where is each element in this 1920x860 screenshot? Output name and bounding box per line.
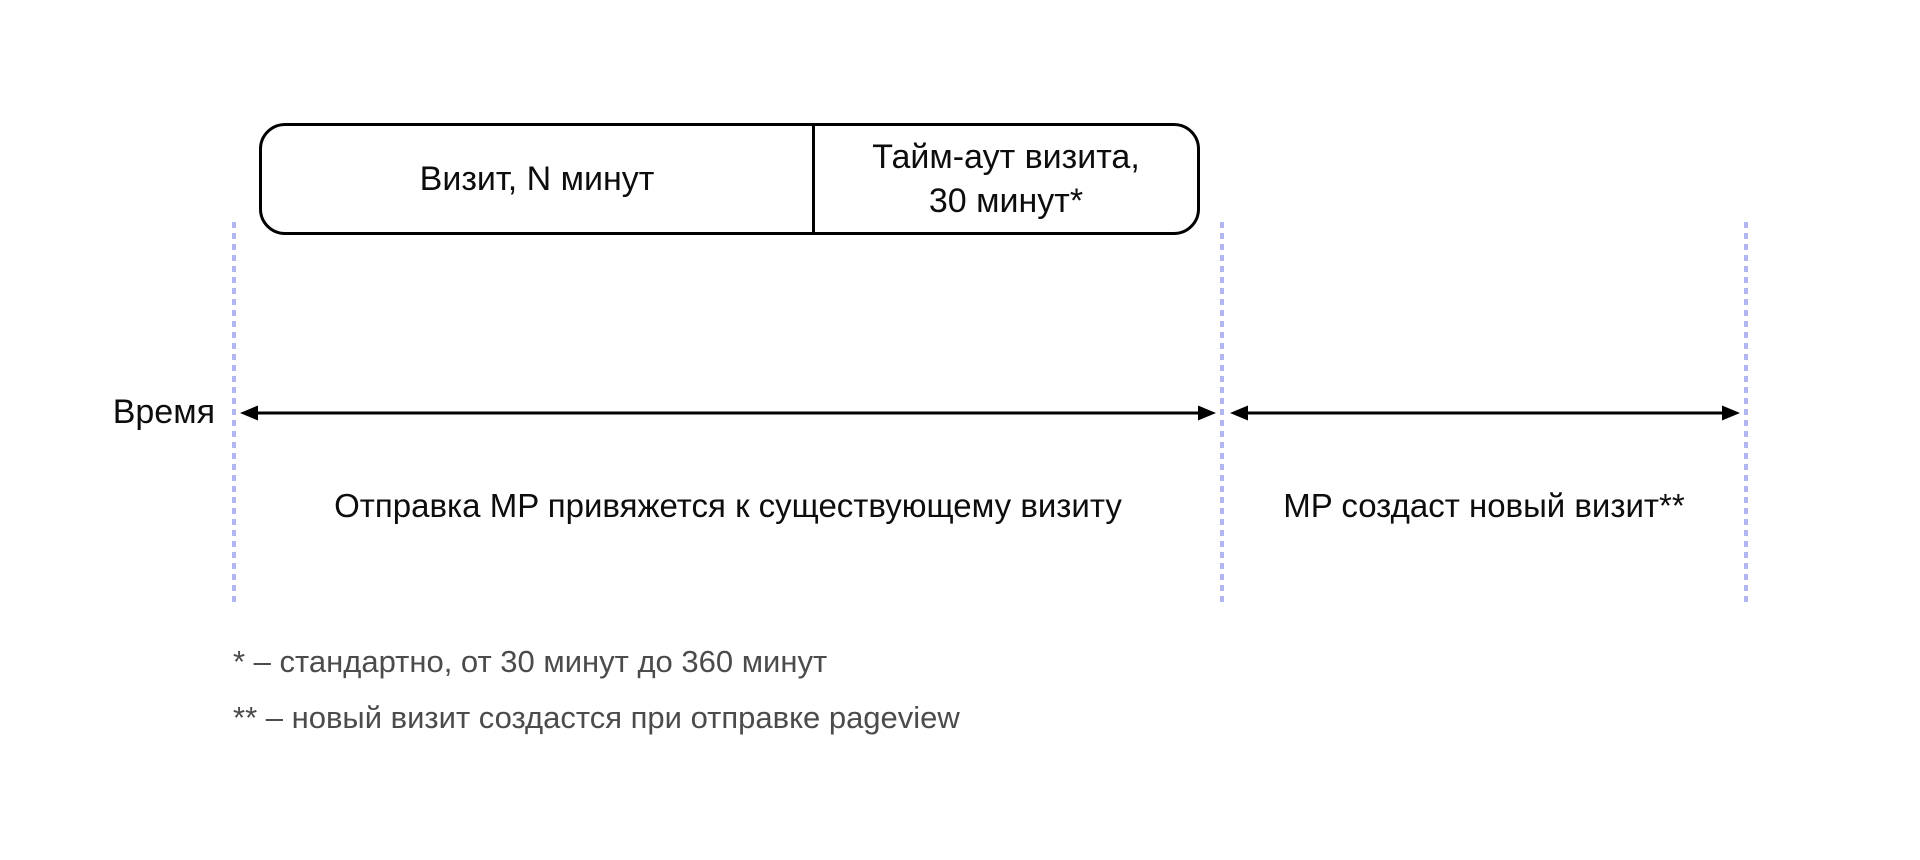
timeout-segment-label-line2: 30 минут* [928,182,1084,220]
visit-timeline-box: Визит, N минут Тайм-аут визита, 30 минут… [259,123,1200,235]
guide-line-visit-start [232,222,236,604]
new-visit-caption: MP создаст новый визит** [1283,487,1685,524]
guide-line-timeout-end [1220,222,1224,604]
existing-visit-arrow [240,405,1216,421]
existing-visit-caption: Отправка MP привяжется к существующему в… [334,487,1122,524]
time-axis-label: Время [112,393,215,431]
timeout-segment-cell: Тайм-аут визита, 30 минут* [815,126,1197,232]
timeout-segment-label-line1: Тайм-аут визита, [872,138,1140,176]
visit-segment-cell: Визит, N минут [262,126,815,232]
guide-line-new-visit-end [1744,222,1748,604]
visit-segment-label: Визит, N минут [419,160,655,198]
footnote-pageview: ** – новый визит создастся при отправке … [233,700,960,735]
footnote-timeout-range: * – стандартно, от 30 минут до 360 минут [233,644,828,679]
new-visit-arrow [1230,405,1740,421]
